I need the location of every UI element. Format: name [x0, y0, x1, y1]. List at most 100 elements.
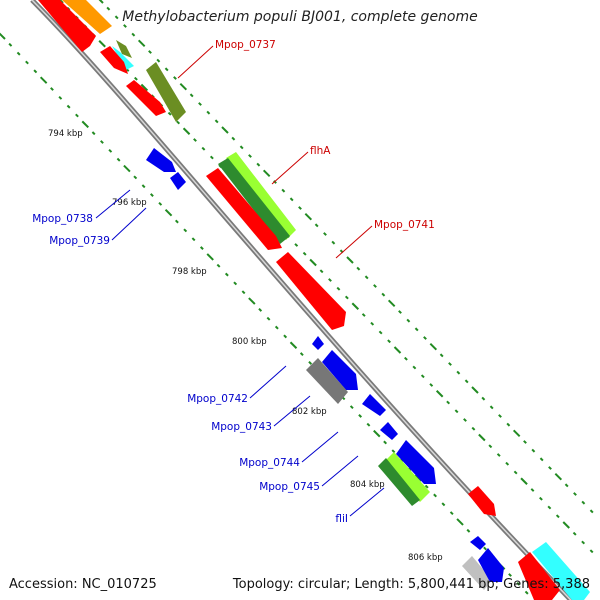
- guide-dot: [336, 286, 341, 291]
- guide-dot: [182, 127, 191, 135]
- guide-dot: [0, 32, 6, 40]
- guide-dot: [349, 405, 354, 410]
- reverse-strand-genes: [146, 148, 504, 590]
- guide-dot: [555, 514, 560, 519]
- gene-arrow-olive[interactable]: [146, 62, 186, 122]
- guide-dot: [328, 278, 332, 282]
- gene-arrow-lightgray[interactable]: [462, 556, 492, 590]
- gene-arrow-blue-Mpop_0745[interactable]: [380, 422, 398, 440]
- gene-arrow-olive-flhA[interactable]: [218, 158, 290, 244]
- gene-arrow-red[interactable]: [38, 0, 96, 52]
- guide-dot: [174, 219, 179, 224]
- gene-arrow-blue[interactable]: [478, 548, 504, 582]
- gene-arrow-blue[interactable]: [470, 536, 486, 550]
- guide-dot: [150, 193, 154, 197]
- guide-dot: [299, 352, 304, 356]
- guide-dot: [319, 269, 324, 274]
- gene-arrow-olive-small[interactable]: [116, 40, 132, 58]
- guide-dot: [449, 511, 454, 516]
- guide-dot: [323, 232, 327, 236]
- gene-arrow-blue[interactable]: [312, 336, 324, 350]
- gene-arrow-lime[interactable]: [226, 152, 296, 240]
- gene-arrow-blue-Mpop_0744[interactable]: [362, 394, 386, 416]
- forward-strand-genes: [38, 0, 590, 600]
- guide-dot: [256, 162, 261, 167]
- guide-dot: [387, 299, 396, 308]
- guide-dot: [398, 310, 402, 314]
- gene-arrow-red-flhA[interactable]: [206, 168, 282, 250]
- guide-dot: [304, 212, 313, 221]
- guide-dot: [506, 422, 511, 427]
- guide-dot: [98, 40, 106, 48]
- guide-dot: [448, 362, 452, 366]
- gene-arrow-olive[interactable]: [378, 458, 420, 506]
- gene-arrow-cyan[interactable]: [112, 46, 134, 70]
- gene-label-Mpop_0737: Mpop_0737: [215, 39, 276, 51]
- guide-dot: [123, 164, 131, 173]
- guide-dot: [266, 316, 271, 321]
- guide-dot: [454, 409, 459, 414]
- guide-dot: [314, 223, 319, 228]
- guide-dot: [98, 0, 104, 4]
- guide-dot: [471, 386, 479, 394]
- guide-dot: [289, 341, 298, 349]
- guide-dot: [573, 492, 577, 496]
- guide-dot: [156, 58, 161, 63]
- guide-dot: [137, 39, 146, 48]
- guide-dot: [8, 42, 13, 47]
- gene-arrow-blue-Mpop_0739[interactable]: [170, 172, 186, 190]
- guide-dot: [183, 228, 188, 233]
- guide-dot: [199, 246, 204, 250]
- guide-dot: [433, 493, 437, 498]
- guide-dot: [25, 60, 29, 65]
- tick-label: 796 kbp: [112, 198, 147, 208]
- gene-arrow-red[interactable]: [100, 46, 128, 74]
- guide-dot: [189, 93, 194, 98]
- guide-dot: [512, 429, 521, 438]
- guide-dot: [456, 518, 464, 526]
- gene-arrow-red[interactable]: [468, 486, 496, 516]
- guide-dot: [356, 266, 361, 271]
- tick-label: 804 kbp: [350, 480, 385, 490]
- guide-dot: [241, 290, 246, 295]
- guide-dot: [39, 76, 48, 84]
- guide-dot: [523, 440, 527, 444]
- guide-dot: [483, 546, 487, 551]
- guide-dot: [164, 209, 173, 217]
- guide-dot: [554, 472, 563, 481]
- guide-dot: [589, 509, 594, 514]
- guide-dot: [393, 346, 402, 354]
- gene-arrow-lime[interactable]: [384, 452, 430, 502]
- gene-arrow-blue-fliI[interactable]: [396, 440, 436, 484]
- gene-arrow-red[interactable]: [518, 552, 560, 600]
- guide-dot: [193, 138, 197, 142]
- guide-dot: [524, 590, 529, 595]
- gene-arrow-cyan[interactable]: [532, 542, 590, 600]
- gene-arrow-red-Mpop_0741[interactable]: [276, 252, 346, 330]
- guide-dot: [508, 573, 512, 577]
- guide-dot: [164, 67, 169, 72]
- guide-dot: [381, 292, 386, 297]
- guide-dot: [116, 157, 121, 162]
- tick-label: 802 kbp: [292, 407, 327, 417]
- guide-dot: [191, 237, 196, 242]
- guide-dot: [429, 342, 438, 351]
- gene-arrow-blue-Mpop_0738[interactable]: [146, 148, 176, 172]
- guide-dot: [412, 365, 417, 370]
- guide-dot: [530, 488, 535, 492]
- gene-arrow-red[interactable]: [126, 80, 166, 116]
- guide-dot: [289, 197, 294, 202]
- guide-dot: [539, 496, 543, 501]
- gene-arrow-orange[interactable]: [62, 0, 112, 34]
- gene-label-flhA: flhA: [310, 145, 331, 157]
- guide-dot: [216, 263, 221, 268]
- guide-dot: [298, 206, 302, 210]
- guide-dot: [351, 302, 360, 310]
- guide-dot: [308, 361, 313, 365]
- gene-arrow-gray-Mpop_0743[interactable]: [306, 358, 348, 404]
- guide-dot: [581, 540, 586, 545]
- gene-arrow-blue-Mpop_0742[interactable]: [322, 350, 358, 390]
- guide-dot: [81, 120, 89, 129]
